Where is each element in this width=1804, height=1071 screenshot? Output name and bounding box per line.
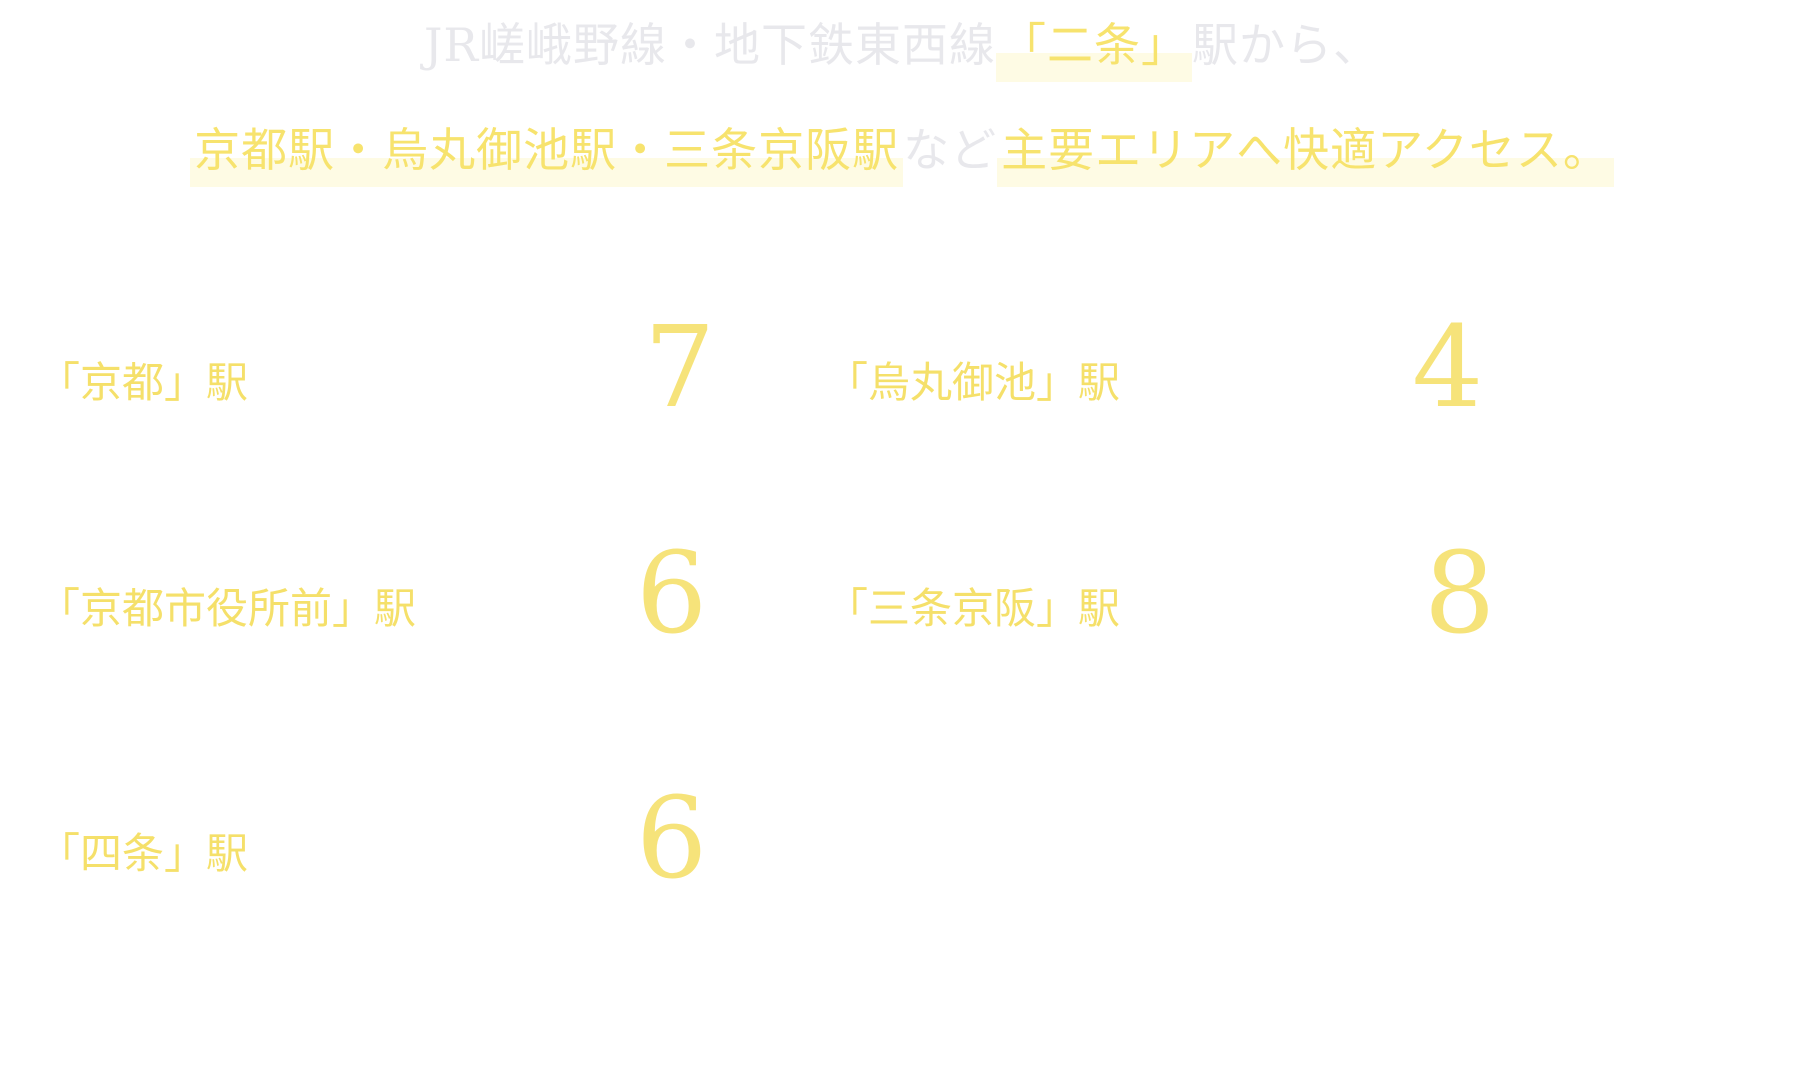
headline-station-highlight: 「二条」 (996, 18, 1193, 82)
station-minutes-shiyakusho-mae: 6 (636, 529, 708, 659)
station-minutes-karasuma-oike: 4 (1412, 303, 1484, 433)
headline-stations-highlight: 京都駅・烏丸御池駅・三条京阪駅 (190, 123, 904, 187)
station-minutes-sanjo-keihan: 8 (1424, 529, 1496, 659)
station-name-karasuma-oike: 「烏丸御池」駅 (826, 358, 1121, 407)
station-name-kyoto: 「京都」駅 (38, 358, 249, 407)
headline-line-2: 京都駅・烏丸御池駅・三条京阪駅など主要エリアへ快適アクセス。 (0, 123, 1804, 187)
headline-connector-text: など (903, 123, 998, 177)
station-minutes-shijo: 6 (636, 774, 708, 904)
station-name-sanjo-keihan: 「三条京阪」駅 (826, 584, 1121, 633)
headline-line-1: JR嵯峨野線・地下鉄東西線「二条」駅から、 (0, 18, 1804, 82)
headline-access-highlight: 主要エリアへ快適アクセス。 (997, 123, 1614, 187)
station-minutes-kyoto: 7 (644, 303, 716, 433)
headline-from-text: 駅から、 (1192, 18, 1381, 72)
station-name-shijo: 「四条」駅 (38, 829, 249, 878)
station-name-shiyakusho-mae: 「京都市役所前」駅 (38, 584, 417, 633)
headline-lines-text: JR嵯峨野線・地下鉄東西線 (423, 18, 997, 72)
